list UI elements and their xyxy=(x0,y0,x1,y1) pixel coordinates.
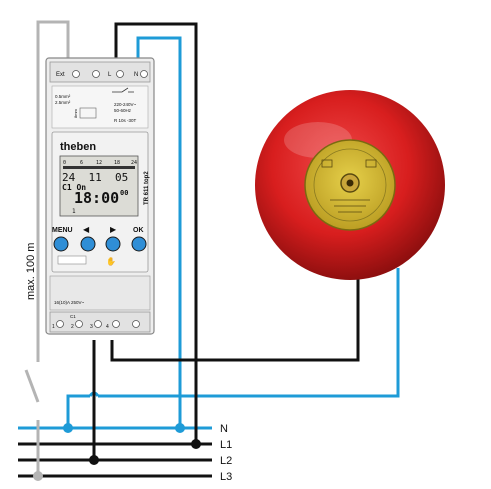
time-scale-12: 12 xyxy=(96,160,102,166)
ok-button[interactable] xyxy=(131,236,147,252)
model-label: TR 611 top2 xyxy=(144,171,150,205)
device-lower-body xyxy=(49,275,151,311)
time-scale-6: 6 xyxy=(80,160,83,166)
terminal-screw xyxy=(116,70,124,78)
bell-plate-mark xyxy=(321,159,333,168)
bell-plate-mark xyxy=(365,159,377,168)
wire-spec-1: 0.5mm² xyxy=(55,94,71,99)
terminal-screw xyxy=(92,70,100,78)
strip-gauge xyxy=(79,107,97,119)
lcd-mode: C1 On xyxy=(62,183,86,192)
terminal-label-3: 3 xyxy=(90,324,93,330)
label-slot xyxy=(57,255,87,265)
cable-length-label: max. 100 m xyxy=(25,243,37,300)
line-label-l2: L2 xyxy=(220,455,232,467)
wire-spec-2: 2.5mm² xyxy=(55,100,71,105)
left-arrow-label: ◀ xyxy=(83,225,90,234)
rating-line-1: 220-240V~ xyxy=(114,102,137,107)
channel-label: C1 xyxy=(70,314,76,319)
contact-rating: 16(10)A 250V~ xyxy=(54,300,85,305)
bell-plate-text-marks xyxy=(330,199,370,213)
phase-wires xyxy=(92,22,360,460)
wire-strip-length: 8mm xyxy=(73,108,78,118)
rating-line-2: 50-60Hz xyxy=(114,108,132,113)
junction-external-l3 xyxy=(33,471,43,481)
spec-panel xyxy=(51,85,149,129)
line-label-n: N xyxy=(220,423,228,435)
terminal-screw xyxy=(132,320,140,328)
terminal-screw xyxy=(140,70,148,78)
line-label-l3: L3 xyxy=(220,471,232,483)
hand-mode-icon: ✋ xyxy=(106,256,116,266)
right-button[interactable] xyxy=(105,236,121,252)
alarm-bell-icon xyxy=(255,90,445,280)
left-button[interactable] xyxy=(80,236,96,252)
terminal-label-2: 2 xyxy=(71,324,74,330)
lcd-channel: 1 xyxy=(72,208,76,215)
supply-lines: N L1 L2 L3 xyxy=(18,423,232,483)
switch-symbol xyxy=(112,87,134,93)
terminal-screw xyxy=(112,320,120,328)
timer-device: Ext L N 0.5mm² 2.5mm² 8mm 220-240V~ 50-6… xyxy=(45,57,155,335)
bell-center-hole xyxy=(346,179,354,187)
right-arrow-label: ▶ xyxy=(110,225,117,234)
junction-neutral-left xyxy=(63,423,73,433)
time-scale-24: 24 xyxy=(131,160,137,166)
terminal-label-4: 4 xyxy=(106,324,109,330)
terminal-label-n: N xyxy=(134,72,138,78)
brand-logo: theben xyxy=(60,141,96,153)
junction-phase-l1 xyxy=(191,439,201,449)
terminal-screw xyxy=(75,320,83,328)
rating-line-3: R 10s -30T xyxy=(114,118,137,123)
junction-phase-l2 xyxy=(89,455,99,465)
terminal-screw xyxy=(56,320,64,328)
external-switch xyxy=(24,369,40,403)
terminal-screw xyxy=(72,70,80,78)
lcd-date: 24 11 05 xyxy=(62,171,128,184)
time-scale-18: 18 xyxy=(114,160,120,166)
lcd-time: 18:00 xyxy=(74,189,119,207)
junction-neutral-right xyxy=(175,423,185,433)
terminal-screw xyxy=(94,320,102,328)
time-bar xyxy=(63,166,135,169)
terminal-label-l: L xyxy=(108,72,112,78)
bell-plate-ring xyxy=(313,148,387,222)
line-label-l1: L1 xyxy=(220,439,232,451)
time-scale-0: 0 xyxy=(63,160,66,166)
external-input-wire xyxy=(24,20,70,476)
terminal-label-1: 1 xyxy=(52,324,55,330)
ok-label: OK xyxy=(133,227,144,234)
menu-label: MENU xyxy=(52,227,73,234)
menu-button[interactable] xyxy=(53,236,69,252)
lcd-seconds: 00 xyxy=(120,189,128,197)
terminal-label-ext: Ext xyxy=(56,72,65,78)
